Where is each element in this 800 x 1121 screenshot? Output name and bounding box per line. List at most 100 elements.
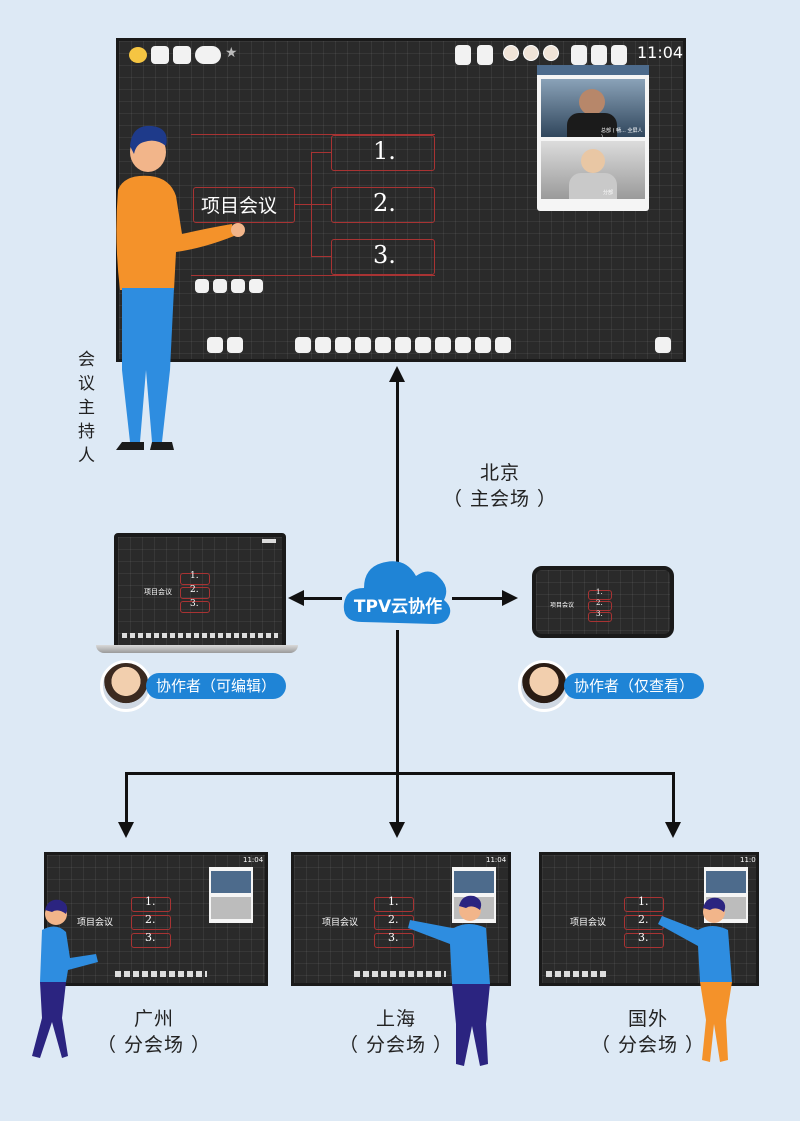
mindmap-item-node [180,587,210,599]
mindmap-item-text: 3. [373,241,396,269]
main-whiteboard: ★ 11:04 总部 ( 畅... 全屏人 ) 分部 项目会议 1. 2. 3. [116,38,686,362]
participant-avatar [523,45,539,61]
phone-center-text: 项目会议 [550,602,575,609]
tool-button[interactable] [435,337,451,353]
video-panel: 总部 ( 畅... 全屏人 ) 分部 [537,65,649,211]
mindmap-item-node[interactable] [331,187,435,223]
home-button[interactable] [227,337,243,353]
branch-name: 广州 [133,1008,174,1030]
mindmap-item-node [131,897,171,912]
collab-button[interactable] [195,46,221,64]
cloud-button[interactable] [151,46,169,64]
clock: 11:0 [740,856,756,864]
mindmap-center-text: 项目会议 [570,918,607,928]
branch-video-caption: 分部 [603,190,614,196]
host-video-caption: 总部 ( 畅... 全屏人 ) [601,128,643,140]
mindmap-item-node[interactable] [331,239,435,275]
mindmap-item-text: 2. [596,599,603,607]
branch-role: （ 分会场 ） [590,1034,706,1056]
mindmap-item-text: 3. [145,931,156,944]
invite-button[interactable] [591,45,607,65]
mindmap-item-text: 1. [388,895,399,908]
mindmap-center-text: 项目会议 [201,195,278,217]
mindmap-item-node [180,601,210,613]
arrow-down-icon [389,822,405,838]
arrow-down-icon [665,822,681,838]
star-icon[interactable]: ★ [225,45,238,61]
mindmap-item-node[interactable] [331,135,435,171]
mindmap-item-text: 3. [638,931,649,944]
collaborator-avatar [518,660,570,712]
mindmap-item-text: 3. [388,931,399,944]
participant-avatar [503,45,519,61]
user-button[interactable] [611,45,627,65]
mindmap-item-node [588,612,612,622]
branch-role: （ 分会场 ） [96,1034,212,1056]
meeting-button[interactable] [173,46,191,64]
align-top-icon[interactable] [195,279,209,293]
collab-view-badge: 协作者（仅查看） [564,673,705,699]
clock: 11:04 [243,856,264,864]
laptop-screen: 项目会议 1. 2. 3. [114,533,286,649]
branch-name: 上海 [375,1008,416,1030]
video-panel [209,867,253,923]
mindmap-item-node [131,933,171,948]
tool-button[interactable] [495,337,511,353]
connector-line [302,597,342,600]
mindmap-item-text: 3. [596,610,603,618]
tool-button[interactable] [295,337,311,353]
laptop-toolbar [122,633,278,638]
host-label: 会 议 主 持 人 [78,350,95,466]
presenter-illustration [658,897,732,1062]
toolbar [115,971,207,977]
tool-button[interactable] [315,337,331,353]
toolbar [546,971,606,977]
mindmap-item-node [374,933,414,948]
connector-line [125,772,128,824]
branch-name: 国外 [627,1008,668,1030]
tool-button[interactable] [455,337,471,353]
download-icon[interactable] [213,279,227,293]
undo-button[interactable] [375,337,391,353]
redo-button[interactable] [395,337,411,353]
connector-line [125,772,675,775]
presenter-illustration [408,895,490,1066]
mindmap-center-node[interactable] [193,187,295,223]
settings-button[interactable] [655,337,671,353]
mindmap-item-text: 1. [596,588,603,596]
cloud-icon [343,561,451,624]
emoji-button[interactable] [129,47,147,63]
laptop-base [96,645,298,653]
presenter-illustration [32,899,98,1058]
tool-button[interactable] [475,337,491,353]
collaborator-avatar [100,660,152,712]
mindmap-item-text: 1. [373,137,396,165]
selection-frame [191,134,435,276]
mindmap-item-text: 1. [145,895,156,908]
mindmap-item-text: 2. [145,913,156,926]
delete-icon[interactable] [249,279,263,293]
tool-button[interactable] [335,337,351,353]
host-video: 总部 ( 畅... 全屏人 ) [541,79,645,140]
copy-icon[interactable] [231,279,245,293]
branch-video: 分部 [541,141,645,199]
connector-line [396,382,399,572]
mindmap-item-text: 2. [638,913,649,926]
page-count-button[interactable] [477,45,493,65]
mindmap-center-text: 项目会议 [322,918,359,928]
collab-edit-badge: 协作者（可编辑） [146,673,287,699]
add-page-button[interactable] [207,337,223,353]
share-button[interactable] [571,45,587,65]
arrow-left-icon [288,590,304,606]
mindmap-item-node [624,897,664,912]
mindmap-center-text: 项目会议 [77,918,114,928]
video-header [537,65,649,75]
tool-button[interactable] [355,337,371,353]
tool-button[interactable] [415,337,431,353]
arrow-up-icon [389,366,405,382]
toolbar [354,971,446,977]
mindmap-item-text: 2. [388,913,399,926]
arrow-down-icon [118,822,134,838]
connector-line [452,597,504,600]
window-button[interactable] [455,45,471,65]
